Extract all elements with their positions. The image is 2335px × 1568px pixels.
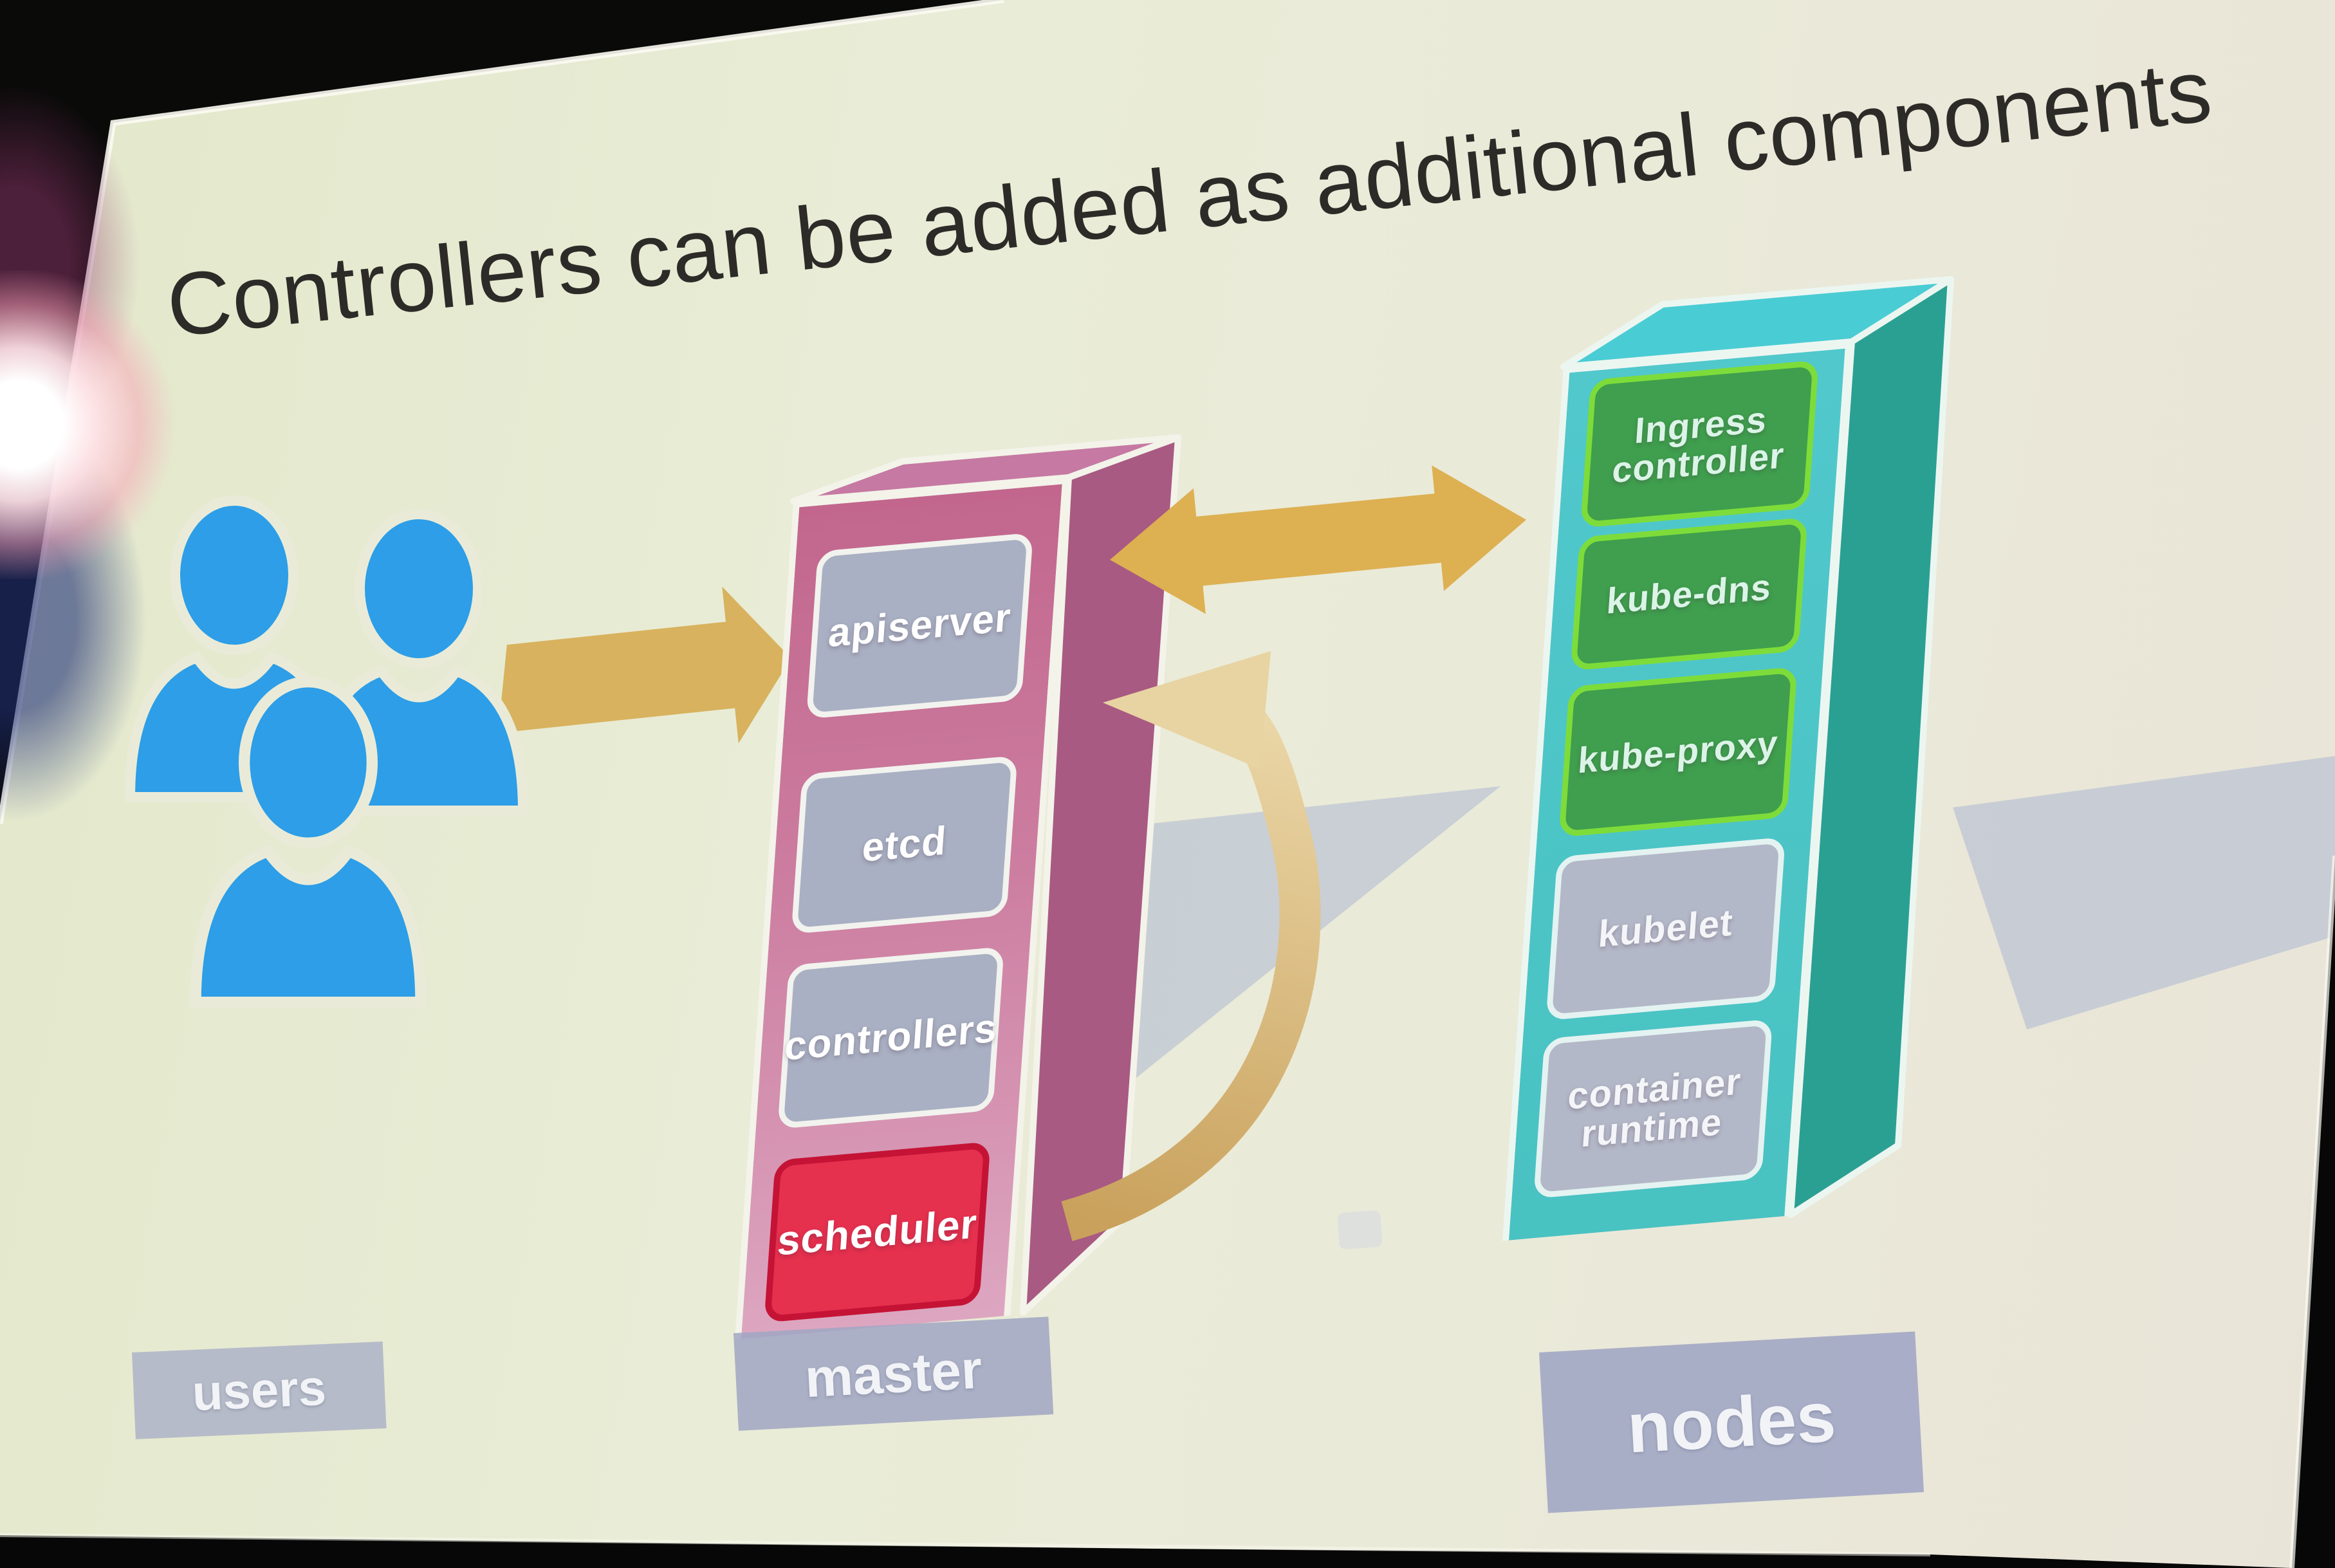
component-label: etcd	[860, 818, 948, 871]
arrow-apiserver-nodes	[1110, 465, 1527, 614]
component-label: kube-proxy	[1576, 722, 1780, 781]
component-controllers: controllers	[777, 946, 1004, 1129]
zone-label-text: nodes	[1625, 1377, 1838, 1468]
zone-label-users: users	[132, 1341, 387, 1439]
component-ingress-controller: Ingress controller	[1580, 360, 1819, 528]
component-label: kube-dns	[1605, 566, 1773, 622]
component-apiserver: apiserver	[806, 532, 1033, 719]
component-etcd: etcd	[791, 755, 1018, 934]
component-label: apiserver	[827, 595, 1013, 656]
component-kube-dns: kube-dns	[1570, 517, 1808, 671]
arrow-users-to-apiserver	[498, 586, 791, 744]
users-group-icon	[130, 501, 523, 1002]
faint-watermark-artifact	[1337, 1210, 1383, 1250]
zone-label-master: master	[734, 1316, 1054, 1431]
component-label: kubelet	[1596, 901, 1735, 955]
component-label: controllers	[783, 1005, 999, 1069]
component-label: container runtime	[1566, 1060, 1743, 1156]
component-label: Ingress controller	[1611, 398, 1786, 491]
component-kube-proxy: kube-proxy	[1558, 667, 1798, 838]
component-label: scheduler	[775, 1199, 979, 1264]
floor-shadow-nodes	[1953, 756, 2335, 1029]
component-container-runtime: container runtime	[1533, 1019, 1773, 1199]
component-kubelet: kubelet	[1546, 836, 1786, 1021]
zone-label-text: users	[190, 1358, 328, 1421]
zone-label-text: master	[803, 1338, 984, 1408]
component-scheduler-highlighted: scheduler	[764, 1141, 991, 1323]
zone-label-nodes: nodes	[1539, 1331, 1924, 1513]
